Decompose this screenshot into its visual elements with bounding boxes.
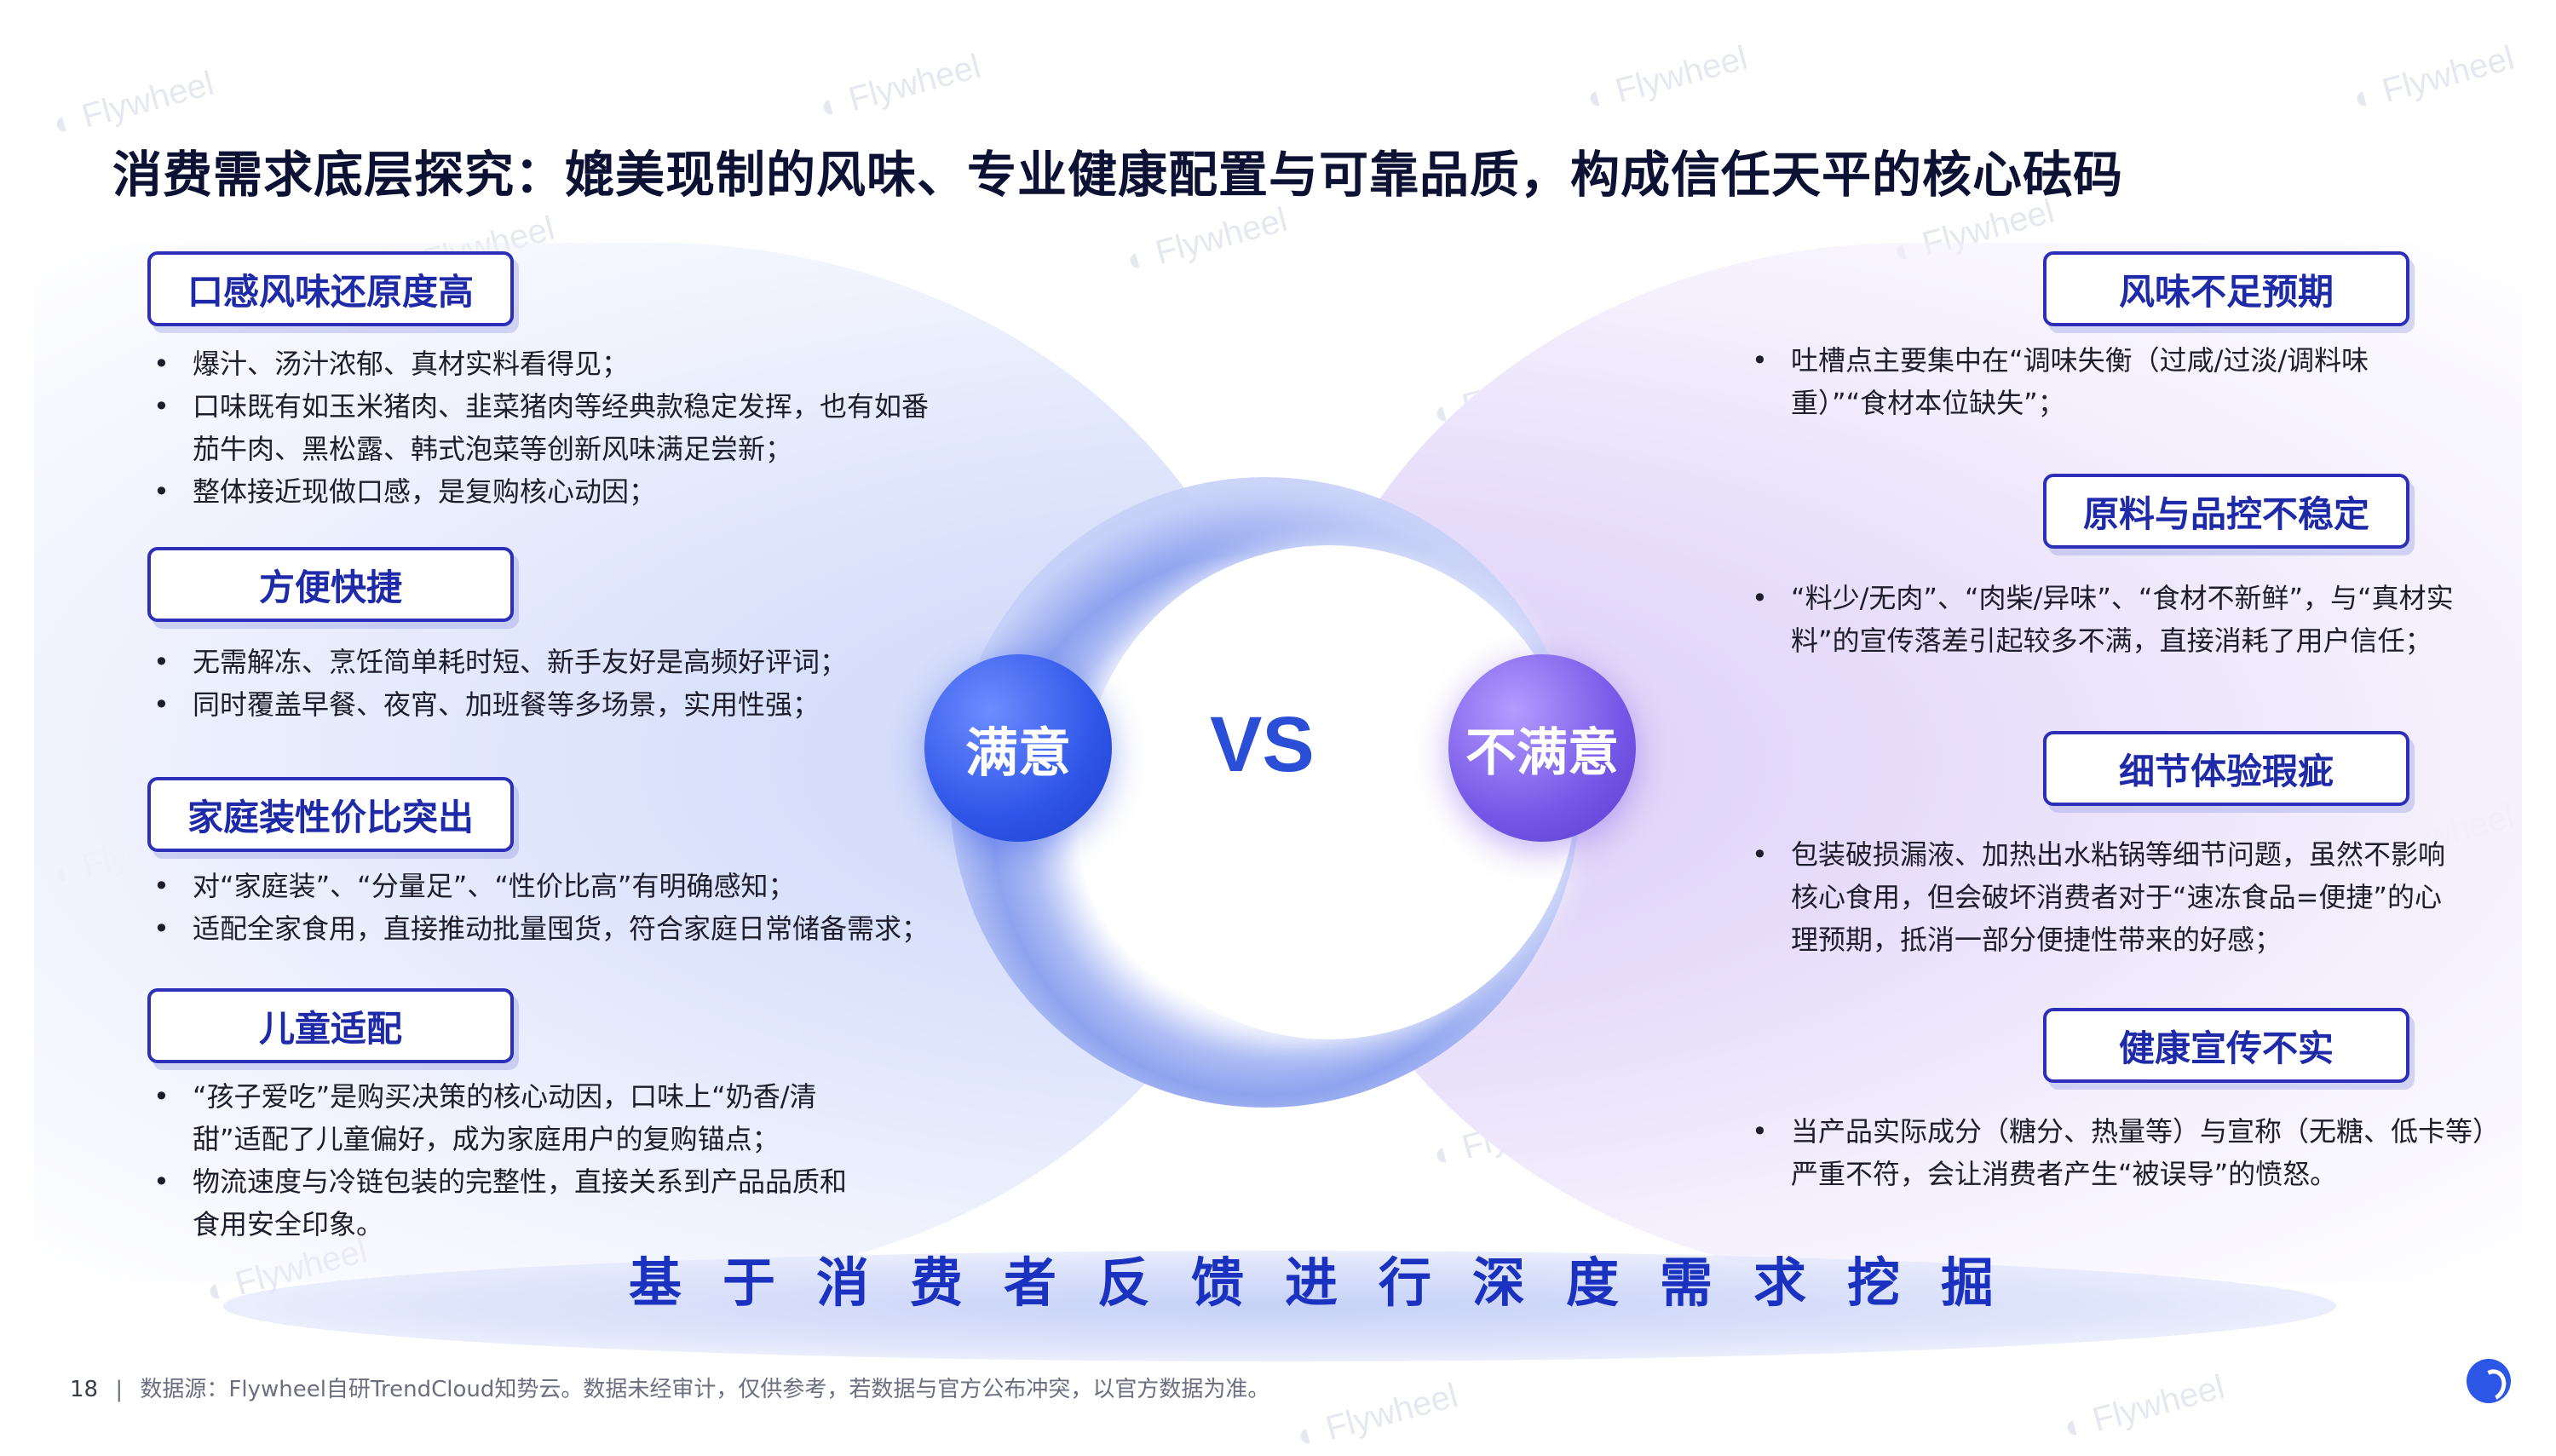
bullet-list: 当产品实际成分（糖分、热量等）与宣称（无糖、低卡等）严重不符，会让消费者产生“被…: [1745, 1110, 2495, 1195]
bullet-list: “料少/无肉”、“肉柴/异味”、“食材不新鲜”，与“真材实料”的宣传落差引起较多…: [1745, 577, 2478, 662]
list-item: 整体接近现做口感，是复购核心动因；: [147, 470, 913, 513]
bullet-list: 包装破损漏液、加热出水粘锅等细节问题，虽然不影响核心食用，但会破坏消费者对于“速…: [1745, 833, 2478, 961]
list-item: 包装破损漏液、加热出水粘锅等细节问题，虽然不影响核心食用，但会破坏消费者对于“速…: [1745, 833, 2455, 961]
unsatisfied-badge: 不满意: [1448, 654, 1636, 842]
footer: 18 | 数据源：Flywheel自研TrendCloud知势云。数据未经审计，…: [70, 1372, 1269, 1403]
watermark: Flywheel: [1582, 39, 1752, 118]
data-source-note: 数据源：Flywheel自研TrendCloud知势云。数据未经审计，仅供参考，…: [140, 1377, 1270, 1402]
list-item: 吐槽点主要集中在“调味失衡（过咸/过淡/调料味重）”“食材本位缺失”；: [1745, 339, 2421, 424]
watermark: Flywheel: [2349, 39, 2519, 118]
footer-separator: |: [115, 1377, 124, 1402]
banner-background: [223, 1251, 2336, 1361]
satisfied-label: 口感风味还原度高: [147, 251, 514, 326]
satisfied-label: 儿童适配: [147, 988, 514, 1063]
bottom-banner: 基于消费者反馈进行深度需求挖掘: [629, 1252, 2035, 1314]
list-item: 适配全家食用，直接推动批量囤货，符合家庭日常储备需求；: [147, 907, 999, 950]
watermark: Flywheel: [2059, 1368, 2229, 1447]
bullet-list: 无需解冻、烹饪简单耗时短、新手友好是高频好评词； 同时覆盖早餐、夜宵、加班餐等多…: [147, 641, 913, 726]
list-item: 爆汁、汤汁浓郁、真材实料看得见；: [147, 342, 913, 385]
satisfied-badge: 满意: [924, 654, 1112, 842]
page-number: 18: [70, 1377, 99, 1402]
unsatisfied-label: 健康宣传不实: [2043, 1008, 2409, 1083]
unsatisfied-label: 原料与品控不稳定: [2043, 474, 2409, 549]
bullet-list: 爆汁、汤汁浓郁、真材实料看得见； 口味既有如玉米猪肉、韭菜猪肉等经典款稳定发挥，…: [147, 342, 929, 513]
list-item: “料少/无肉”、“肉柴/异味”、“食材不新鲜”，与“真材实料”的宣传落差引起较多…: [1745, 577, 2490, 662]
watermark: Flywheel: [1122, 201, 1292, 280]
list-item: 无需解冻、烹饪简单耗时短、新手友好是高频好评词；: [147, 641, 913, 683]
list-item: 对“家庭装”、“分量足”、“性价比高”有明确感知；: [147, 865, 999, 907]
bullet-list: “孩子爱吃”是购买决策的核心动因，口味上“奶香/清甜”适配了儿童偏好，成为家庭用…: [147, 1075, 862, 1246]
satisfied-label: 家庭装性价比突出: [147, 777, 514, 852]
list-item: 同时覆盖早餐、夜宵、加班餐等多场景，实用性强；: [147, 683, 913, 726]
watermark: Flywheel: [49, 65, 218, 144]
bullet-list: 对“家庭装”、“分量足”、“性价比高”有明确感知； 适配全家食用，直接推动批量囤…: [147, 865, 999, 950]
flywheel-logo-icon: [2467, 1359, 2511, 1403]
watermark: Flywheel: [815, 48, 985, 127]
vs-label: VS: [1210, 701, 1315, 788]
unsatisfied-label: 细节体验瑕疵: [2043, 731, 2409, 806]
list-item: 口味既有如玉米猪肉、韭菜猪肉等经典款稳定发挥，也有如番茄牛肉、黑松露、韩式泡菜等…: [147, 385, 942, 470]
list-item: 当产品实际成分（糖分、热量等）与宣称（无糖、低卡等）严重不符，会让消费者产生“被…: [1745, 1110, 2495, 1195]
page-title: 消费需求底层探究：媲美现制的风味、专业健康配置与可靠品质，构成信任天平的核心砝码: [112, 146, 2124, 204]
list-item: 物流速度与冷链包装的完整性，直接关系到产品品质和食用安全印象。: [147, 1160, 862, 1246]
unsatisfied-label: 风味不足预期: [2043, 251, 2409, 326]
satisfied-label: 方便快捷: [147, 547, 514, 622]
watermark: Flywheel: [1292, 1377, 1462, 1456]
list-item: “孩子爱吃”是购买决策的核心动因，口味上“奶香/清甜”适配了儿童偏好，成为家庭用…: [147, 1075, 862, 1160]
bullet-list: 吐槽点主要集中在“调味失衡（过咸/过淡/调料味重）”“食材本位缺失”；: [1745, 339, 2478, 424]
